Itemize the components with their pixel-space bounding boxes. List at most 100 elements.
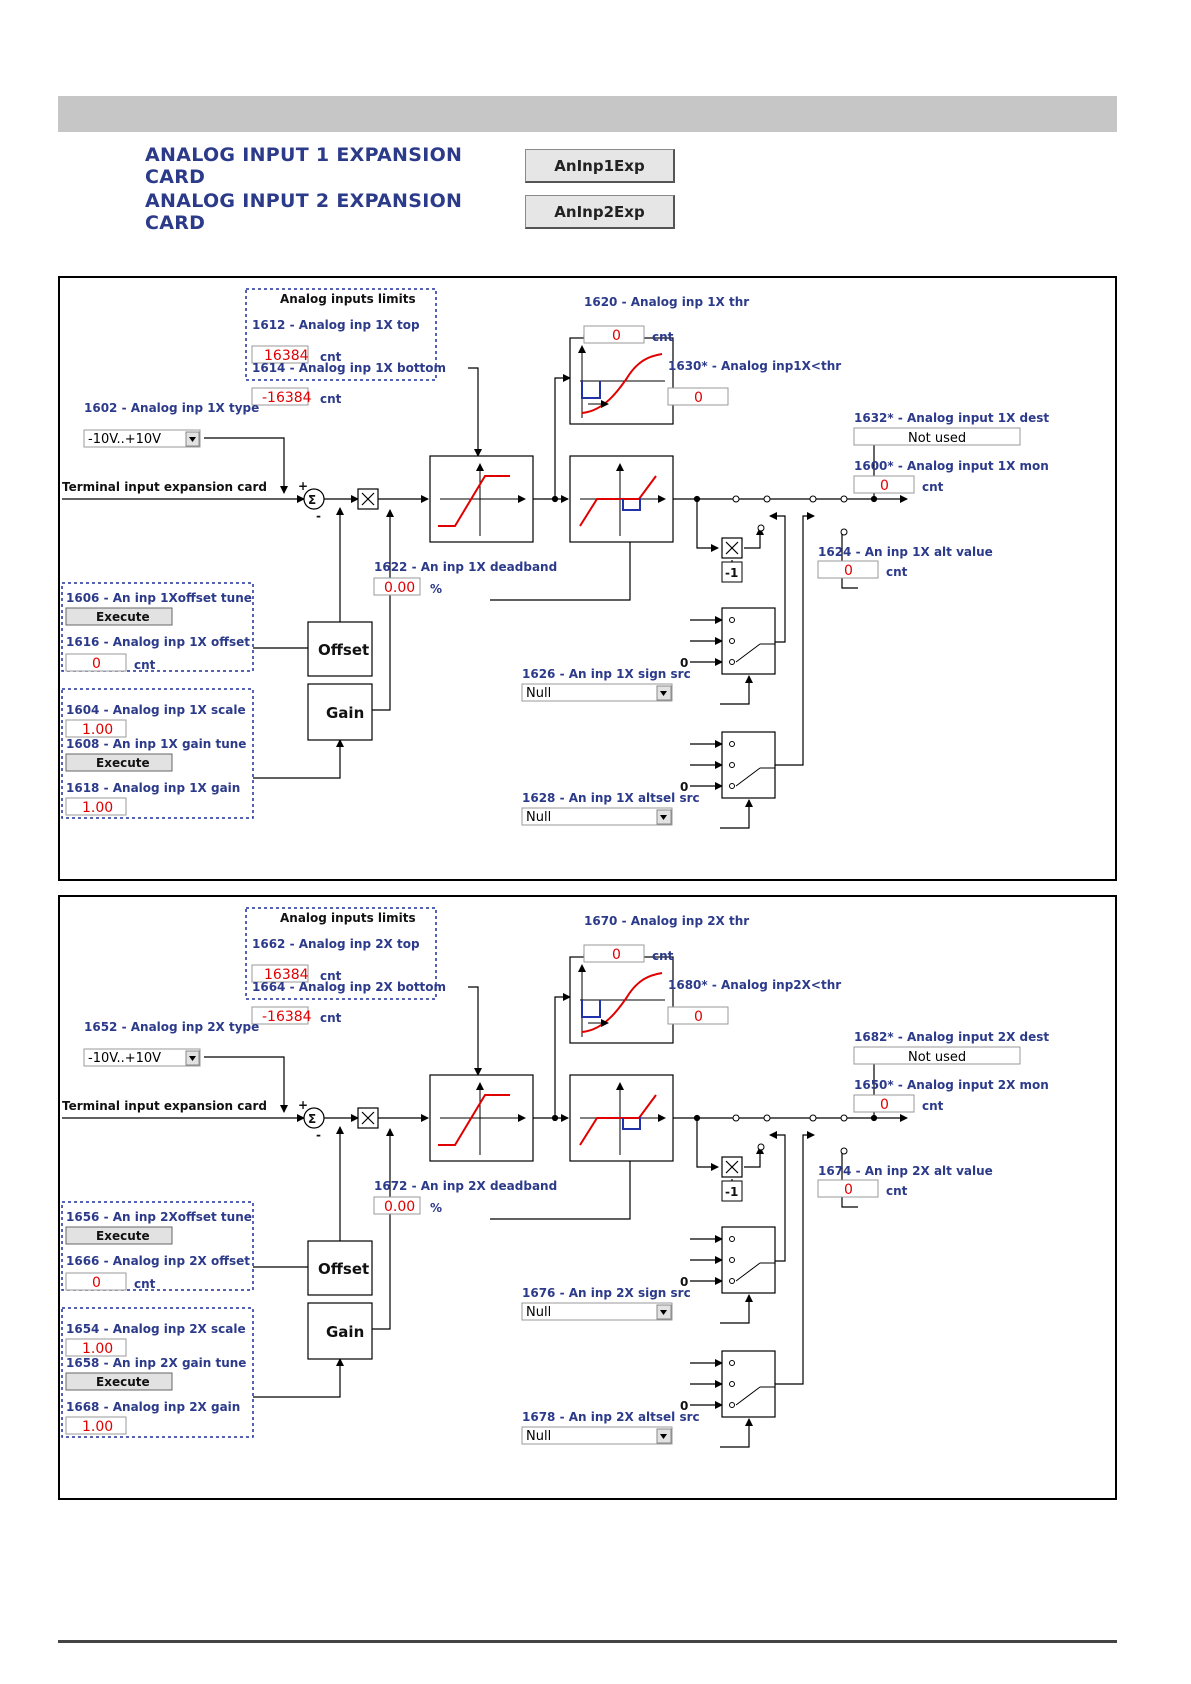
threshold-value[interactable]: 0 — [612, 328, 621, 344]
altsel-src-select[interactable]: Null — [526, 810, 551, 825]
deadband-unit: % — [430, 582, 442, 596]
sign-zero-input: 0 — [680, 1275, 688, 1289]
gain-block: Gain — [326, 1323, 364, 1341]
sum-plus: + — [298, 479, 308, 493]
limits-title: Analog inputs limits — [280, 292, 416, 306]
alt-value[interactable]: 0 — [844, 1182, 853, 1198]
offset-label: 1616 - Analog inp 1X offset — [66, 635, 250, 649]
header-bar — [58, 96, 1117, 132]
dest-value[interactable]: Not used — [908, 1050, 966, 1065]
sum-sigma: Σ — [308, 493, 316, 507]
compare-value: 0 — [694, 1009, 703, 1025]
offset-tune-execute-button[interactable]: Execute — [96, 1229, 150, 1243]
monitor-unit: cnt — [922, 480, 944, 494]
deadband-value[interactable]: 0.00 — [384, 1199, 415, 1215]
threshold-unit: cnt — [652, 330, 674, 344]
offset-unit: cnt — [134, 1277, 156, 1291]
monitor-label: 1650* - Analog input 2X mon — [854, 1078, 1049, 1092]
offset-label: 1666 - Analog inp 2X offset — [66, 1254, 250, 1268]
block-diagram: Analog inputs limits 1612 - Analog inp 1… — [61, 288, 1049, 829]
sign-src-select[interactable]: Null — [526, 1305, 551, 1320]
offset-tune-label: 1606 - An inp 1Xoffset tune — [66, 591, 252, 605]
monitor-unit: cnt — [922, 1099, 944, 1113]
alt-value-label: 1674 - An inp 2X alt value — [818, 1164, 993, 1178]
block-diagram: Analog inputs limits 1662 - Analog inp 2… — [61, 907, 1049, 1448]
sum-plus: + — [298, 1098, 308, 1112]
gain-tune-label: 1658 - An inp 2X gain tune — [66, 1356, 246, 1370]
altsel-src-label: 1678 - An inp 2X altsel src — [522, 1410, 700, 1424]
alt-value-unit: cnt — [886, 565, 908, 579]
type-select[interactable]: -10V..+10V — [88, 432, 161, 447]
monitor-value: 0 — [880, 1097, 889, 1113]
expansion-card-2-title: ANALOG INPUT 2 EXPANSION CARD — [145, 190, 463, 234]
dest-value[interactable]: Not used — [908, 431, 966, 446]
top-limit-value[interactable]: 16384 — [264, 348, 309, 364]
altsel-zero-input: 0 — [680, 1399, 688, 1413]
header-row-2: ANALOG INPUT 2 EXPANSION CARD AnInp2Exp — [145, 190, 675, 234]
altsel-src-select[interactable]: Null — [526, 1429, 551, 1444]
gain-tune-execute-button[interactable]: Execute — [96, 756, 150, 770]
compare-label: 1680* - Analog inp2X<thr — [668, 978, 841, 992]
offset-tune-label: 1656 - An inp 2Xoffset tune — [66, 1210, 252, 1224]
gain-tune-label: 1608 - An inp 1X gain tune — [66, 737, 246, 751]
terminal-input-label: Terminal input expansion card — [62, 480, 267, 494]
gain-label: 1668 - Analog inp 2X gain — [66, 1400, 240, 1414]
gain-tune-execute-button[interactable]: Execute — [96, 1375, 150, 1389]
top-limit-label: 1612 - Analog inp 1X top — [252, 318, 420, 332]
sign-src-label: 1676 - An inp 2X sign src — [522, 1286, 691, 1300]
offset-tune-execute-button[interactable]: Execute — [96, 610, 150, 624]
header-row-1: ANALOG INPUT 1 EXPANSION CARD AnInp1Exp — [145, 144, 675, 188]
bottom-limit-unit: cnt — [320, 1011, 342, 1025]
top-limit-unit: cnt — [320, 350, 342, 364]
bottom-limit-label: 1614 - Analog inp 1X bottom — [252, 361, 446, 375]
alt-value-label: 1624 - An inp 1X alt value — [818, 545, 993, 559]
offset-block: Offset — [318, 1260, 369, 1278]
deadband-unit: % — [430, 1201, 442, 1215]
dest-label: 1632* - Analog input 1X dest — [854, 411, 1049, 425]
gain-block: Gain — [326, 704, 364, 722]
bottom-limit-unit: cnt — [320, 392, 342, 406]
top-limit-unit: cnt — [320, 969, 342, 983]
sign-src-label: 1626 - An inp 1X sign src — [522, 667, 691, 681]
type-select[interactable]: -10V..+10V — [88, 1051, 161, 1066]
bottom-limit-value[interactable]: -16384 — [262, 1009, 312, 1025]
sign-zero-input: 0 — [680, 656, 688, 670]
gain-label: 1618 - Analog inp 1X gain — [66, 781, 240, 795]
offset-value[interactable]: 0 — [92, 656, 101, 672]
alt-value[interactable]: 0 — [844, 563, 853, 579]
dest-label: 1682* - Analog input 2X dest — [854, 1030, 1049, 1044]
gain-value[interactable]: 1.00 — [82, 800, 113, 816]
analog-input-1-diagram: Analog inputs limits 1612 - Analog inp 1… — [58, 276, 1117, 881]
bottom-limit-value[interactable]: -16384 — [262, 390, 312, 406]
type-label: 1652 - Analog inp 2X type — [84, 1020, 259, 1034]
scale-value[interactable]: 1.00 — [82, 1341, 113, 1357]
aninp2exp-button[interactable]: AnInp2Exp — [525, 195, 675, 229]
top-limit-label: 1662 - Analog inp 2X top — [252, 937, 420, 951]
monitor-label: 1600* - Analog input 1X mon — [854, 459, 1049, 473]
compare-label: 1630* - Analog inp1X<thr — [668, 359, 841, 373]
type-label: 1602 - Analog inp 1X type — [84, 401, 259, 415]
threshold-value[interactable]: 0 — [612, 947, 621, 963]
limits-title: Analog inputs limits — [280, 911, 416, 925]
offset-block: Offset — [318, 641, 369, 659]
deadband-value[interactable]: 0.00 — [384, 580, 415, 596]
alt-value-unit: cnt — [886, 1184, 908, 1198]
scale-value[interactable]: 1.00 — [82, 722, 113, 738]
offset-unit: cnt — [134, 658, 156, 672]
terminal-input-label: Terminal input expansion card — [62, 1099, 267, 1113]
sign-src-select[interactable]: Null — [526, 686, 551, 701]
expansion-card-1-title: ANALOG INPUT 1 EXPANSION CARD — [145, 144, 463, 188]
altsel-zero-input: 0 — [680, 780, 688, 794]
aninp1exp-button[interactable]: AnInp1Exp — [525, 149, 675, 183]
analog-input-2-diagram: Analog inputs limits 1662 - Analog inp 2… — [58, 895, 1117, 1500]
compare-value: 0 — [694, 390, 703, 406]
threshold-label: 1620 - Analog inp 1X thr — [584, 295, 749, 309]
gain-value[interactable]: 1.00 — [82, 1419, 113, 1435]
threshold-unit: cnt — [652, 949, 674, 963]
scale-label: 1654 - Analog inp 2X scale — [66, 1322, 246, 1336]
neg-one-block: -1 — [725, 566, 738, 580]
top-limit-value[interactable]: 16384 — [264, 967, 309, 983]
neg-one-block: -1 — [725, 1185, 738, 1199]
deadband-label: 1622 - An inp 1X deadband — [374, 560, 557, 574]
offset-value[interactable]: 0 — [92, 1275, 101, 1291]
